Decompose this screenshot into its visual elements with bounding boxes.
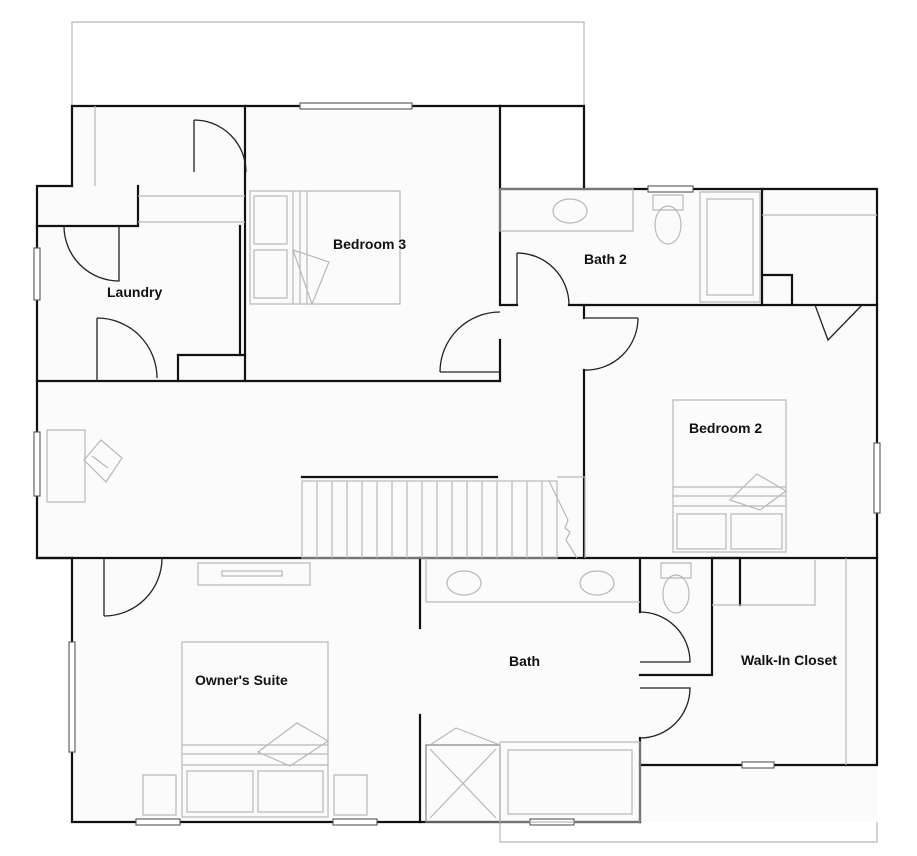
interior-walls — [176, 104, 879, 824]
label-laundry: Laundry — [107, 284, 162, 300]
label-bath-2: Bath 2 — [584, 251, 627, 267]
label-bath: Bath — [509, 653, 540, 669]
label-bedroom-2: Bedroom 2 — [689, 420, 762, 436]
label-bedroom-3: Bedroom 3 — [333, 236, 406, 252]
lower-deck-outline — [499, 822, 878, 843]
room-labels: Bedroom 3 Bath 2 Laundry Bedroom 2 Owner… — [107, 236, 837, 688]
label-walk-in-closet: Walk-In Closet — [741, 652, 837, 668]
doors — [63, 119, 863, 739]
floor-area — [37, 106, 877, 822]
upper-deck-outline — [71, 21, 585, 106]
fixtures — [46, 106, 877, 823]
label-owners-suite: Owner's Suite — [195, 672, 288, 688]
